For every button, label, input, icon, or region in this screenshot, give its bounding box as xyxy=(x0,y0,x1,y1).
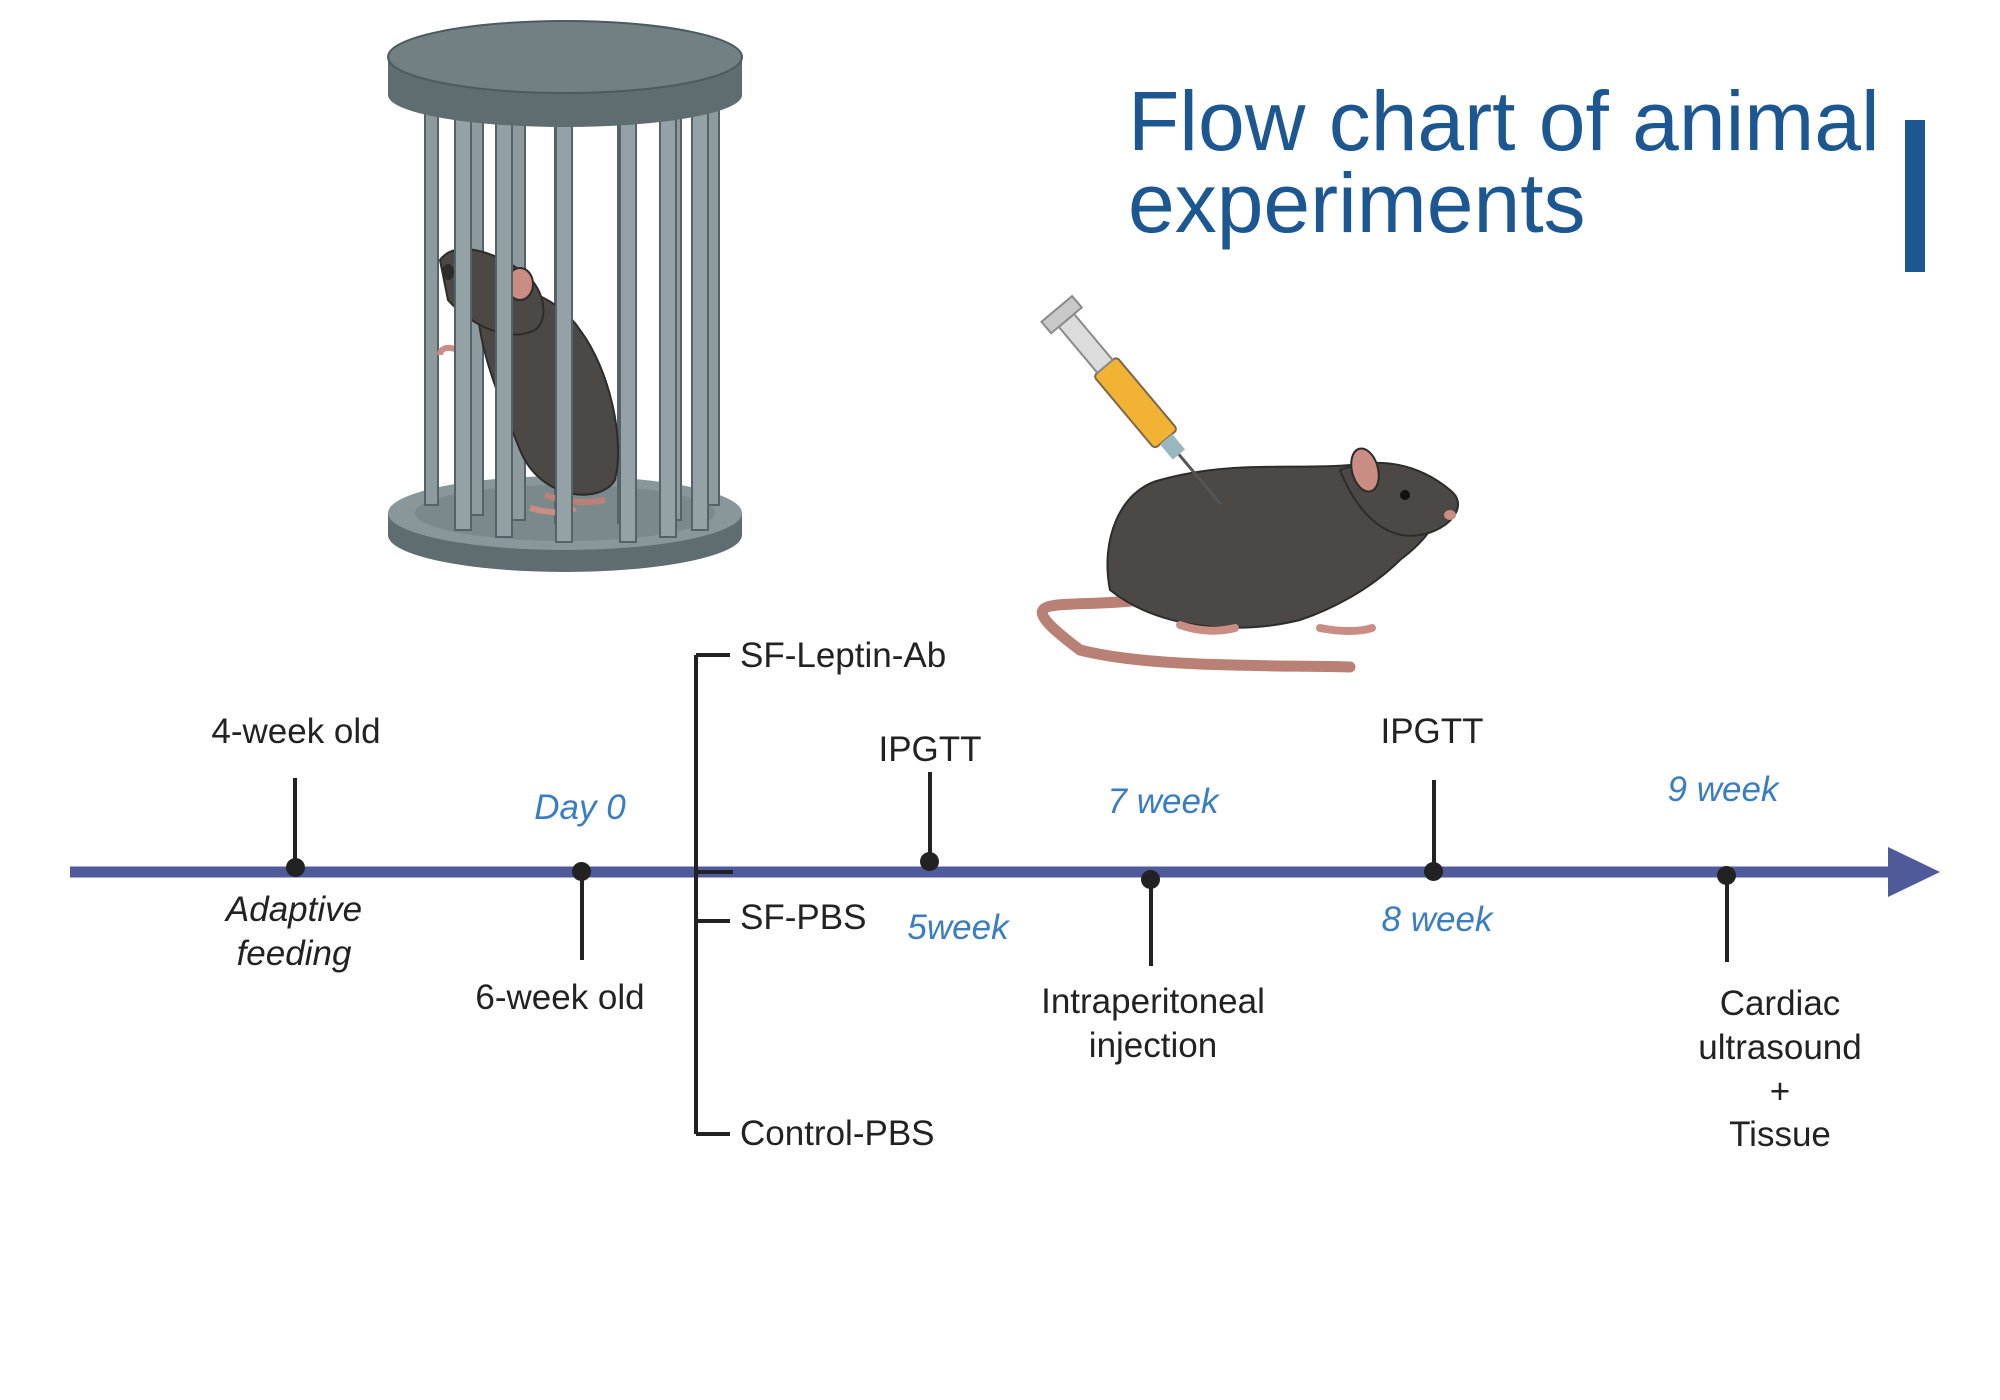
mouse-cage-icon xyxy=(387,20,743,572)
label-7-week: 7 week xyxy=(1107,782,1219,821)
label-ipgtt-1: IPGTT xyxy=(878,730,982,769)
label-8-week: 8 week xyxy=(1381,900,1493,939)
tick-4-week xyxy=(293,778,297,872)
milestone-dot xyxy=(1424,862,1443,881)
group-control-pbs: Control-PBS xyxy=(740,1114,935,1153)
label-5-week: 5week xyxy=(907,908,1009,947)
label-ipgtt-2: IPGTT xyxy=(1380,712,1484,751)
tick-6-week xyxy=(580,872,584,960)
syringe-icon xyxy=(1040,294,1222,506)
label-day-0: Day 0 xyxy=(534,788,626,827)
label-6-week-old: 6-week old xyxy=(475,978,645,1017)
tick-ipgtt-2 xyxy=(1432,780,1436,872)
tick-endpoint xyxy=(1725,876,1729,962)
milestone-dot xyxy=(920,852,939,871)
label-cardiac-ultrasound-tissue: Cardiac ultrasound + Tissue xyxy=(1698,984,1862,1155)
group-sf-leptin-ab: SF-Leptin-Ab xyxy=(740,636,947,675)
group-branch-bracket xyxy=(694,653,733,1136)
label-intraperitoneal-injection: Intraperitoneal injection xyxy=(1041,982,1265,1065)
page-title: Flow chart of animal experiments xyxy=(1128,74,1880,250)
tick-ipgtt-1 xyxy=(928,772,932,864)
group-sf-pbs: SF-PBS xyxy=(740,898,867,937)
milestone-dot xyxy=(572,862,591,881)
tick-injection xyxy=(1149,880,1153,966)
milestone-dot xyxy=(1141,870,1160,889)
milestone-dot xyxy=(1717,866,1736,885)
label-4-week-old: 4-week old xyxy=(211,712,381,751)
title-accent-bar xyxy=(1905,120,1925,272)
milestone-dot xyxy=(286,858,305,877)
injected-mouse-icon xyxy=(1036,294,1460,673)
label-adaptive-feeding: Adaptive feeding xyxy=(225,890,363,973)
label-9-week: 9 week xyxy=(1667,770,1779,809)
